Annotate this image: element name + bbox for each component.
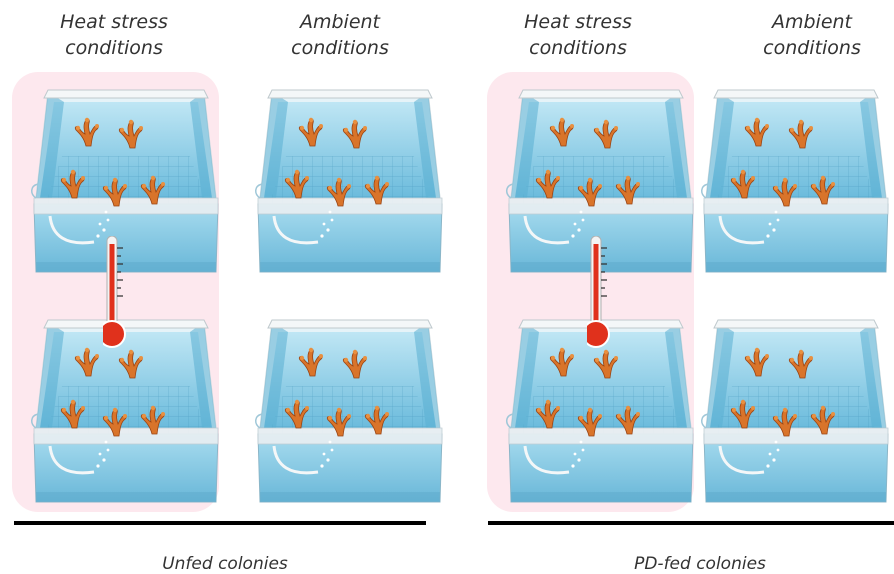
group-label-pdfed: PD-fed colonies (550, 554, 850, 574)
thermometer-icon-pdfed (587, 236, 613, 350)
group-bar-unfed (14, 521, 426, 525)
tank-ambient-unfed-top (252, 86, 448, 276)
group-label-unfed: Unfed colonies (75, 554, 375, 574)
group-bar-pdfed (488, 521, 894, 525)
tank-ambient-pdfed-top (698, 86, 894, 276)
tank-ambient-pdfed-bottom (698, 316, 894, 506)
thermometer-icon-unfed (103, 236, 129, 350)
tank-ambient-unfed-bottom (252, 316, 448, 506)
